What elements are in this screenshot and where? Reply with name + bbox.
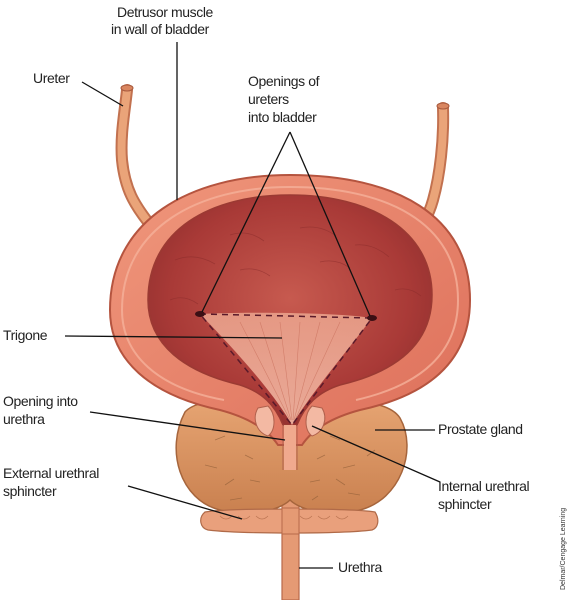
- label-urethra: Urethra: [338, 559, 382, 575]
- label-internal-line2: sphincter: [438, 496, 492, 512]
- leader-external: [127, 485, 243, 520]
- label-openings-line3: into bladder: [248, 109, 317, 125]
- leader-openings-right: [289, 131, 371, 317]
- leader-internal: [311, 425, 441, 483]
- leader-openings-left: [201, 131, 291, 313]
- leader-trigone: [64, 335, 283, 339]
- label-opening-urethra-line1: Opening into: [3, 393, 78, 409]
- right-ureter-opening: [367, 315, 377, 321]
- internal-sphincter-right: [305, 405, 326, 437]
- left-ureter-opening: [195, 311, 205, 317]
- leader-ureter: [81, 81, 124, 107]
- label-opening-urethra-line2: urethra: [3, 411, 45, 427]
- internal-sphincter-left: [254, 405, 275, 437]
- publisher-credit: Delmar/Cengage Learning: [560, 507, 567, 590]
- label-detrusor-line2: in wall of bladder: [111, 21, 209, 37]
- label-openings-line1: Openings of: [248, 73, 320, 89]
- label-detrusor-line1: Detrusor muscle: [117, 4, 213, 20]
- label-openings-line2: ureters: [248, 91, 289, 107]
- leader-lines: [64, 42, 441, 569]
- label-prostate: Prostate gland: [438, 421, 523, 437]
- label-ureter: Ureter: [33, 70, 70, 86]
- label-trigone: Trigone: [3, 327, 48, 343]
- label-internal-line1: Internal urethral: [438, 478, 530, 494]
- label-external-line2: sphincter: [3, 483, 57, 499]
- leader-opening-urethra: [89, 411, 286, 441]
- label-external-line1: External urethral: [3, 465, 99, 481]
- trigone-dashed-outline: [198, 313, 374, 427]
